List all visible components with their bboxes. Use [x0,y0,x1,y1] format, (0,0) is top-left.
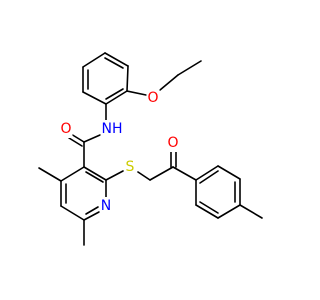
bond-ring1-c [82,52,106,68]
bond-ring1-f-inner [105,88,124,100]
bond-py-c6-c5 [60,205,85,221]
bond-carbonyl-o-1 [70,133,85,143]
bond-ch2-co [149,166,174,181]
thioether-sulfur-label: S [126,159,135,175]
pyridine-nitrogen-backing [99,197,113,215]
atom-labels: O NH O S O N [59,89,180,215]
bond-py-c3-c2 [83,166,107,181]
ether-oxygen-label: O [147,90,158,106]
bond-py-c4-c3 [60,166,85,182]
pyridine-nitrogen-label: N [101,198,111,214]
bond-py-c3-c2-inner [85,171,104,183]
ketone-oxygen-backing [166,134,180,152]
pyridine-nitrogen: N [99,197,113,215]
bond-ethyl-ch3-ch2 [177,60,202,76]
bond-ring1-b-inner [104,57,124,69]
bonds [38,52,263,246]
amide-oxygen-label: O [60,121,71,137]
bond-n-carbonyl [83,134,101,143]
thioether-sulfur: S [124,158,136,176]
bond-ring3-a [195,165,219,181]
bond-ring1-b [104,52,129,67]
bond-carbonyl-o-2 [68,137,83,147]
amide-oxygen: O [59,120,73,138]
bond-ring1-a [126,65,129,92]
bond-o-aryl [126,90,147,96]
amide-nitrogen-label: NH [102,121,123,137]
bond-c4-methyl [38,167,62,182]
bond-ring3-e [195,204,219,219]
bond-ring3-e-inner [199,201,219,214]
bond-ethyl-ch2-o [159,74,179,91]
chemical-structure: O NH O S O N [38,52,263,246]
bond-ring3-a-inner [199,170,219,184]
bond-ring1-e [82,91,107,105]
bond-para-methyl [239,204,263,219]
ketone-oxygen: O [166,134,180,152]
amide-oxygen-backing [59,120,73,138]
thioether-sulfur-backing [124,158,136,176]
bond-c2-s [105,170,124,181]
bond-ring3-d [217,204,241,219]
ether-oxygen-backing [146,89,160,107]
amide-nitrogen-backing [100,120,124,138]
ketone-oxygen-label: O [167,135,178,151]
bond-co-aryl [172,166,197,181]
bond-py-n-c6 [83,211,100,221]
bond-ring3-b [217,165,241,180]
bond-ring1-f [105,90,128,105]
ether-oxygen: O [146,89,160,107]
bond-s-ch2 [137,171,151,181]
amide-nitrogen: NH [100,120,124,138]
bond-py-n-c6-inner [85,206,99,215]
